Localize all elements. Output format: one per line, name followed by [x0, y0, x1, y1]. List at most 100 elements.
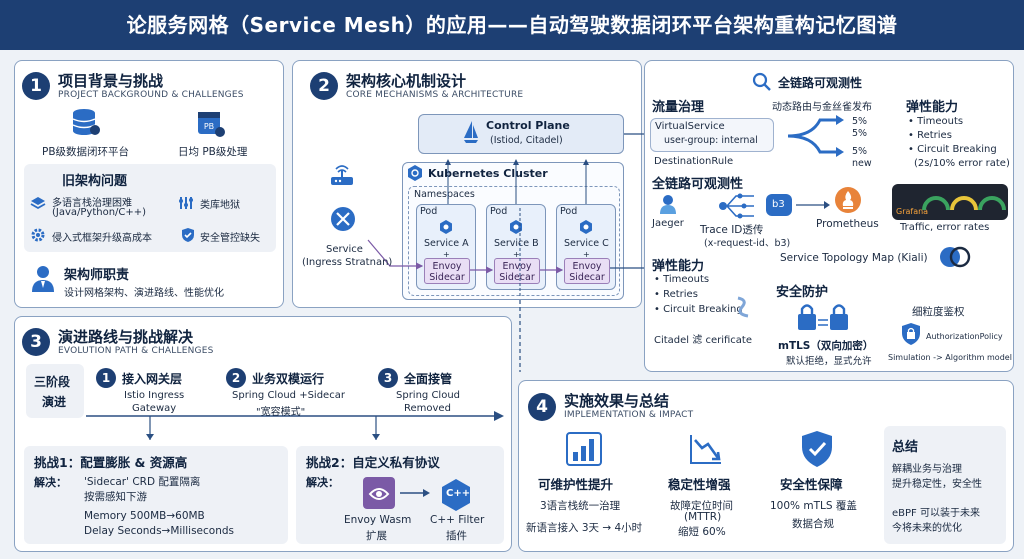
- architect-user-icon: [32, 266, 54, 292]
- evolution-timeline-arrow: [86, 411, 504, 440]
- grafana-dashboard: [892, 184, 1008, 220]
- page-title: 论服务网格（Service Mesh）的应用——自动驾驶数据闭环平台架构重构记忆…: [0, 0, 1024, 50]
- kubernetes-icon: [408, 165, 422, 181]
- stage1-number: 1: [96, 368, 116, 388]
- control-plane-title: Control Plane: [486, 119, 570, 132]
- virtualservice-label: VirtualService: [655, 121, 725, 132]
- jaeger-label: Jaeger: [652, 218, 684, 229]
- pod-b-label: Pod: [490, 206, 508, 217]
- summary-line4: 今将未来的优化: [892, 523, 962, 534]
- traffic-governance-subtitle: 动态路由与金丝雀发布: [772, 102, 872, 113]
- stage2-line1: Spring Cloud +Sidecar: [232, 390, 345, 401]
- resilience-threshold: (2s/10% error rate): [914, 158, 1010, 169]
- resilience-retries: • Retries: [908, 130, 952, 141]
- control-plane-subtitle: (Istiod, Citadel): [490, 135, 563, 146]
- wasm-label-2: 扩展: [366, 530, 387, 542]
- wasm-icon: [363, 477, 395, 509]
- challenge1-solution-b: 按需感知下游: [84, 491, 147, 503]
- traffic-governance-title: 流量治理: [652, 100, 705, 115]
- pod-a-plus: +: [443, 250, 450, 259]
- cpp-filter-label-1: C++ Filter: [430, 514, 485, 526]
- stage1-line2: Gateway: [132, 403, 177, 414]
- layers-icon: [30, 197, 46, 210]
- pod-a-label: Pod: [420, 206, 438, 217]
- jaeger-icon: [660, 195, 676, 214]
- challenge2-title: 挑战2：自定义私有协议: [306, 455, 440, 470]
- calendar-icon: PB: [198, 112, 225, 137]
- panel4-subtitle: IMPLEMENTATION & IMPACT: [564, 410, 694, 420]
- metric2-line1: 故障定位时间: [670, 500, 733, 512]
- namespaces-label: Namespaces: [414, 189, 475, 200]
- service-c-icon: [580, 220, 592, 234]
- sail-icon: [464, 121, 478, 143]
- virtualservice-rule: user-group: internal: [664, 135, 758, 146]
- summary-box: [884, 426, 1006, 544]
- observability-search-icon: [752, 72, 771, 91]
- stage1-title: 接入网关层: [122, 372, 183, 386]
- summary-title: 总结: [892, 440, 919, 455]
- b3-header-label: b3: [772, 199, 785, 210]
- pod-c-plus: +: [583, 250, 590, 259]
- metric2-title: 稳定性增强: [668, 477, 731, 492]
- authz-policy-label: AuthorizationPolicy: [926, 332, 1003, 341]
- prometheus-icon: [835, 187, 861, 213]
- mtls-policy: 默认拒绝，显式允许: [786, 356, 872, 367]
- grafana-caption: Traffic, error rates: [900, 222, 990, 233]
- kubernetes-cluster-title: Kubernetes Cluster: [428, 167, 548, 180]
- gear-icon: [31, 228, 45, 242]
- citadel-certificate-label: Citadel 滤 cerificate: [654, 335, 752, 346]
- authz-title: 细粒度鉴权: [912, 306, 965, 318]
- trace-to-prometheus-arrow: [796, 201, 830, 209]
- panel-mechanism-details: [644, 60, 1014, 372]
- panel2-subtitle: CORE MECHANISMS & ARCHITECTURE: [346, 90, 524, 100]
- pb-daily-label: 日均 PB级处理: [178, 146, 248, 158]
- kiali-topology-label: Service Topology Map (Kiali): [780, 252, 928, 264]
- old-problem-1-detail: (Java/Python/C++): [52, 207, 147, 218]
- envoy-sidecar-c-sidecar: Sidecar: [569, 272, 605, 283]
- challenge1-solution-a: 'Sidecar' CRD 配置隔离: [84, 476, 201, 488]
- ingress-label-1: Service: [326, 244, 363, 255]
- service-a-label: Service A: [424, 238, 469, 249]
- trace-tree-icon: [719, 193, 754, 219]
- authz-simulation-label: Simulation -> Algorithm model: [888, 353, 1012, 362]
- envoy-sidecar-c-envoy: Envoy: [572, 261, 602, 272]
- metric2-line3: 缩短 60%: [678, 526, 726, 538]
- panel3-number: 3: [22, 328, 50, 356]
- challenge1-box: [24, 446, 288, 544]
- metric1-title: 可维护性提升: [538, 477, 614, 492]
- pod-c-label: Pod: [560, 206, 578, 217]
- resilience-title-top: 弹性能力: [906, 100, 959, 115]
- trace-id-label: Trace ID透传: [700, 224, 764, 236]
- stage-label-line1: 三阶段: [34, 375, 71, 389]
- trend-down-icon: [690, 435, 721, 464]
- grafana-gauges: [922, 196, 1006, 211]
- database-icon: [72, 109, 100, 135]
- circuit-breaker-icon: [737, 296, 749, 318]
- mtls-label: mTLS（双向加密）: [778, 340, 874, 352]
- cpp-filter-label-2: 插件: [446, 530, 467, 542]
- wasm-label-1: Envoy Wasm: [344, 514, 412, 526]
- challenge1-delay: Delay Seconds→Milliseconds: [84, 525, 235, 537]
- resilience-circuit-breaking: • Circuit Breaking: [908, 144, 997, 155]
- challenge1-title: 挑战1：配置膨胀 & 资源高: [34, 455, 188, 470]
- old-problem-4: 安全管控缺失: [200, 233, 260, 244]
- grafana-label: Grafana: [896, 207, 929, 216]
- library-icon: [179, 197, 193, 209]
- service-a-icon: [440, 220, 452, 234]
- stage3-line2: Removed: [404, 403, 451, 414]
- shield-check-icon: [182, 228, 194, 242]
- stage2-line2: "宽容模式": [256, 407, 306, 418]
- stage3-number: 3: [378, 368, 398, 388]
- resilience2-timeouts: • Timeouts: [654, 274, 710, 285]
- observability-top-title: 全链路可观测性: [778, 76, 863, 90]
- ingress-label-2: (Ingress Stratnan): [302, 257, 393, 268]
- service-b-label: Service B: [494, 238, 539, 249]
- architect-role-desc: 设计网格架构、演进路线、性能优化: [64, 288, 224, 299]
- stage3-title: 全面接管: [404, 372, 453, 386]
- resilience2-retries: • Retries: [654, 289, 698, 300]
- shield-icon: [802, 431, 832, 467]
- resilience-title-bottom: 弹性能力: [652, 259, 705, 274]
